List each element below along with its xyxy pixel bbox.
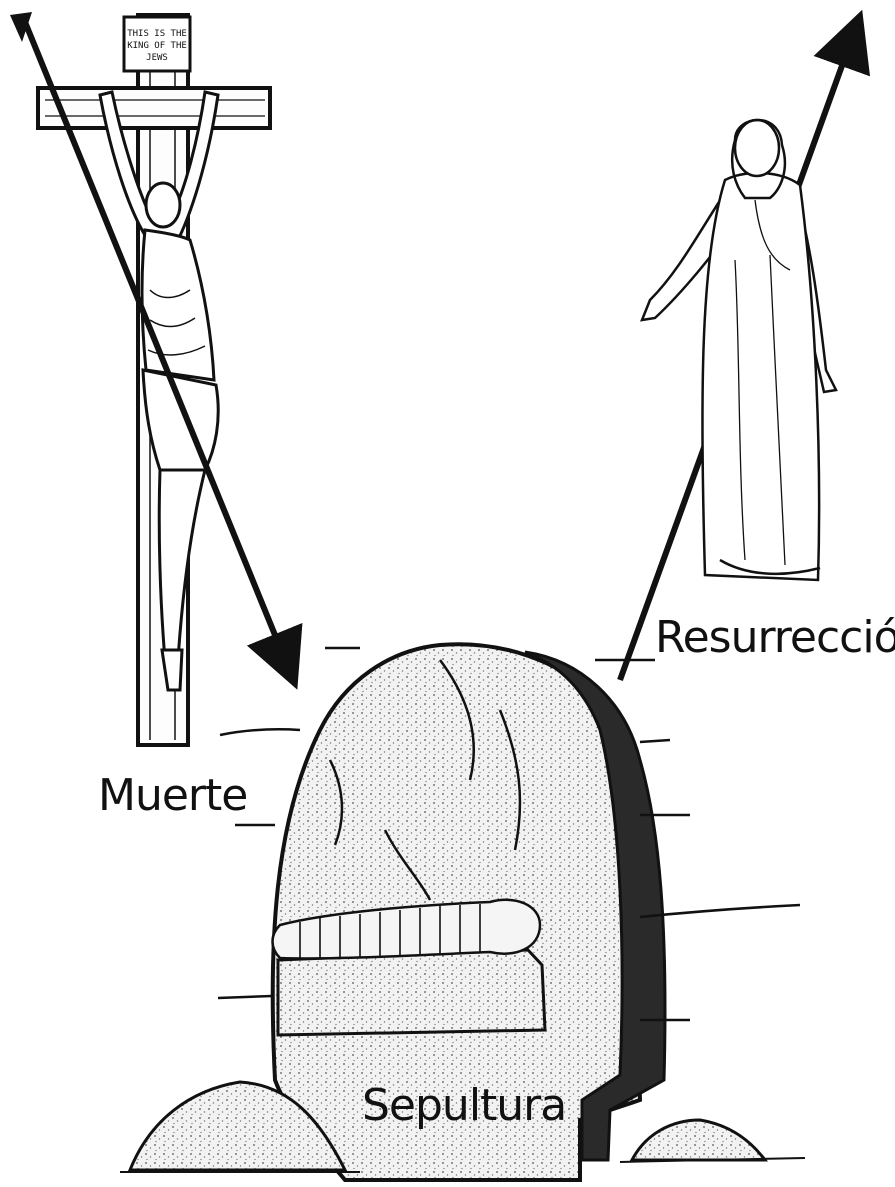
label-death: Muerte [98, 770, 247, 821]
label-resurrection: Resurrección [655, 612, 895, 663]
cross-horizontal-beam [38, 88, 270, 128]
cross-illustration: THIS IS THE KING OF THE JEWS [38, 15, 270, 745]
resurrected-figure [642, 120, 836, 580]
svg-text:THIS IS THE: THIS IS THE [127, 29, 187, 39]
rubble-right [632, 1120, 765, 1160]
label-burial: Sepultura [362, 1080, 566, 1131]
svg-text:KING OF THE: KING OF THE [127, 41, 187, 51]
svg-text:JEWS: JEWS [146, 53, 168, 63]
burial-slab [278, 950, 545, 1035]
